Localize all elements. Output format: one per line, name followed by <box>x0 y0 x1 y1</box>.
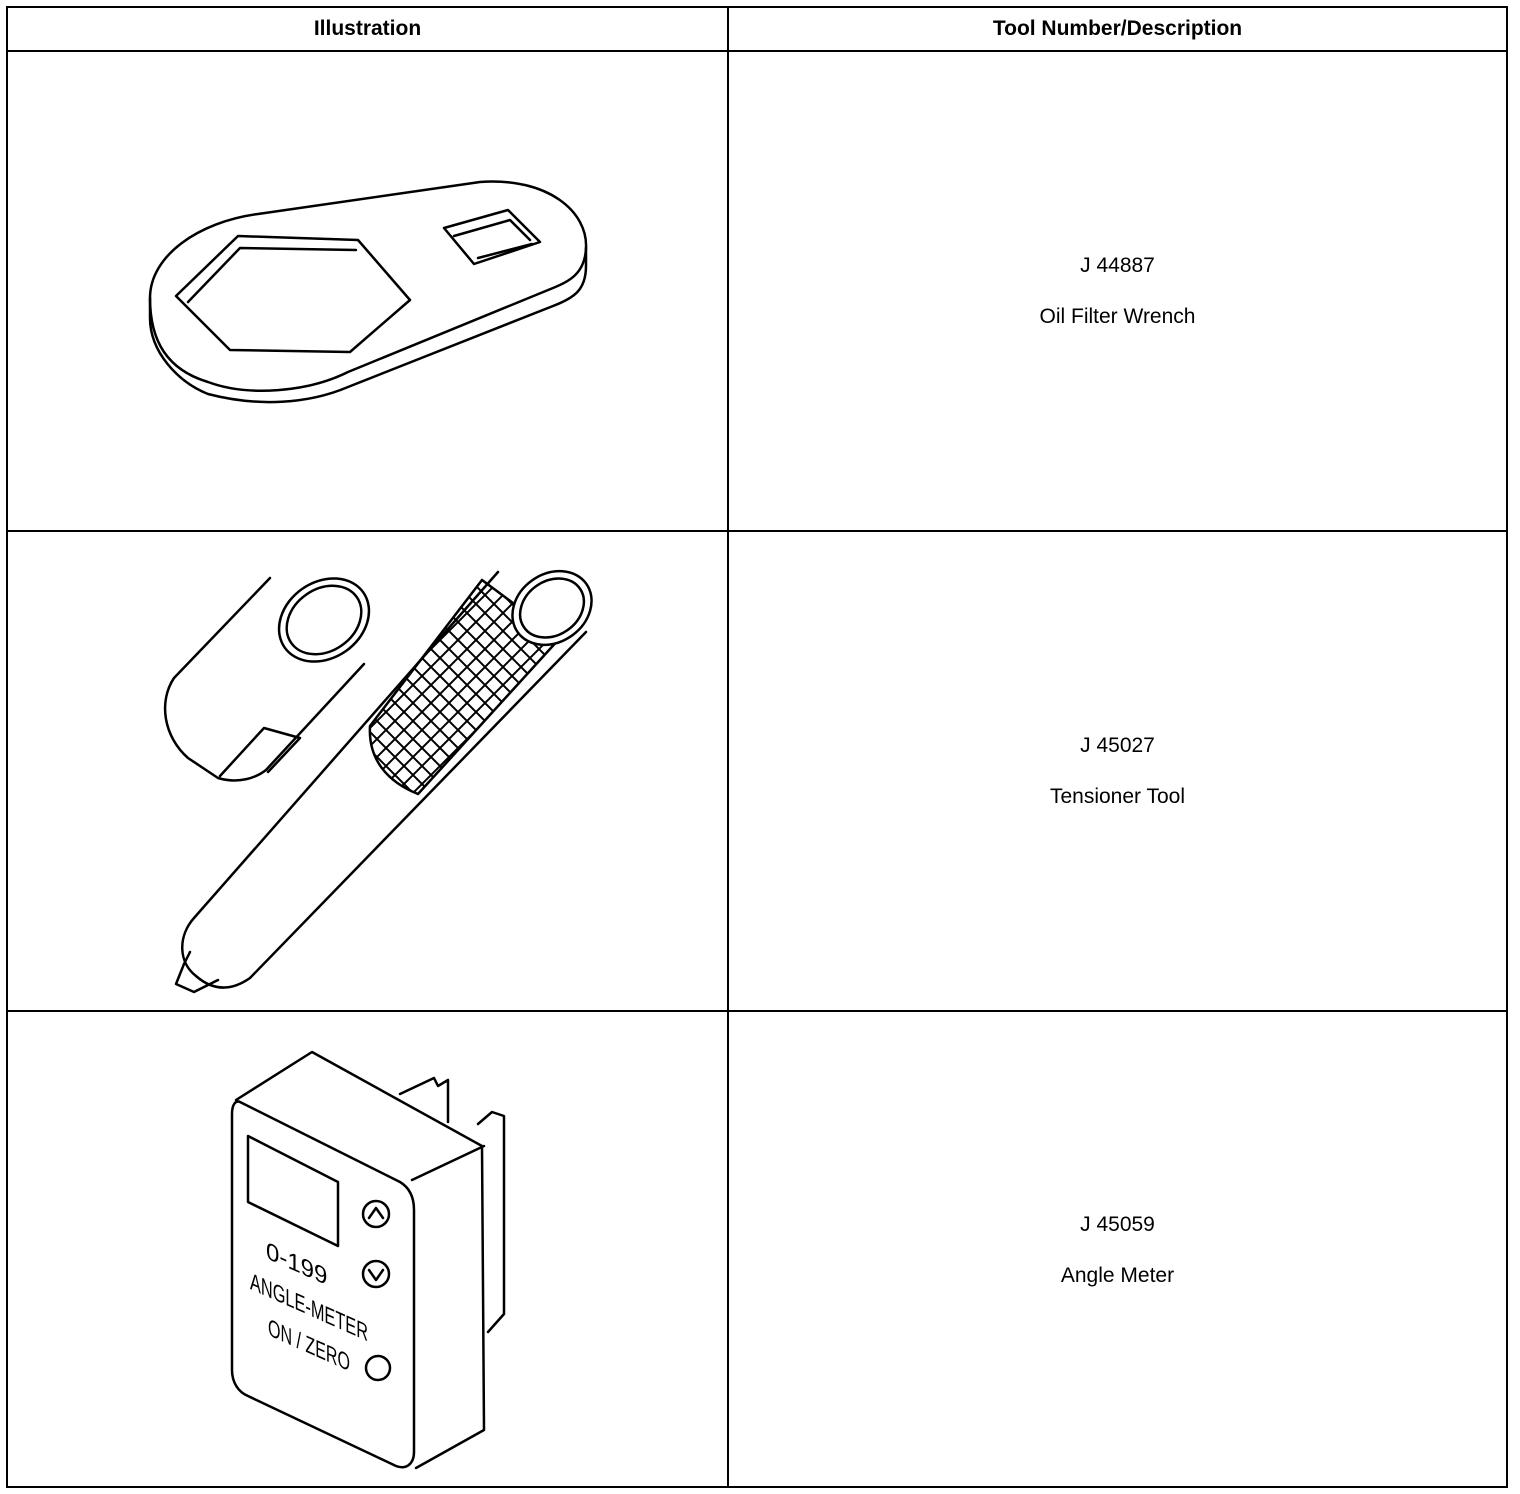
header-divider <box>8 50 1506 52</box>
table-row: J 44887 Oil Filter Wrench <box>8 52 1506 530</box>
header-tool-description: Tool Number/Description <box>992 17 1243 40</box>
oil-filter-wrench-icon <box>148 180 588 404</box>
illustration-cell <box>8 52 727 530</box>
tool-description: Oil Filter Wrench <box>1039 305 1196 328</box>
tool-table: Illustration Tool Number/Description J 4… <box>6 6 1508 1488</box>
angle-meter-icon: 0-199 ANGLE-METER ON / ZERO <box>230 1050 506 1470</box>
illustration-cell <box>8 532 727 1010</box>
table-row: J 45027 Tensioner Tool <box>8 532 1506 1010</box>
description-cell: J 44887 Oil Filter Wrench <box>729 52 1506 530</box>
tool-description: Angle Meter <box>1060 1264 1175 1287</box>
tool-number: J 44887 <box>1080 254 1155 277</box>
table-row: 0-199 ANGLE-METER ON / ZERO J 45059 Angl… <box>8 1012 1506 1488</box>
description-cell: J 45059 Angle Meter <box>729 1012 1506 1488</box>
tool-number: J 45059 <box>1080 1213 1155 1236</box>
row-divider <box>8 530 1506 532</box>
tool-number: J 45027 <box>1080 734 1155 757</box>
column-divider <box>727 8 729 1486</box>
illustration-cell: 0-199 ANGLE-METER ON / ZERO <box>8 1012 727 1488</box>
tool-description: Tensioner Tool <box>1049 785 1186 808</box>
row-divider <box>8 1010 1506 1012</box>
tensioner-tool-icon <box>163 569 593 994</box>
description-cell: J 45027 Tensioner Tool <box>729 532 1506 1010</box>
header-illustration: Illustration <box>313 17 422 40</box>
